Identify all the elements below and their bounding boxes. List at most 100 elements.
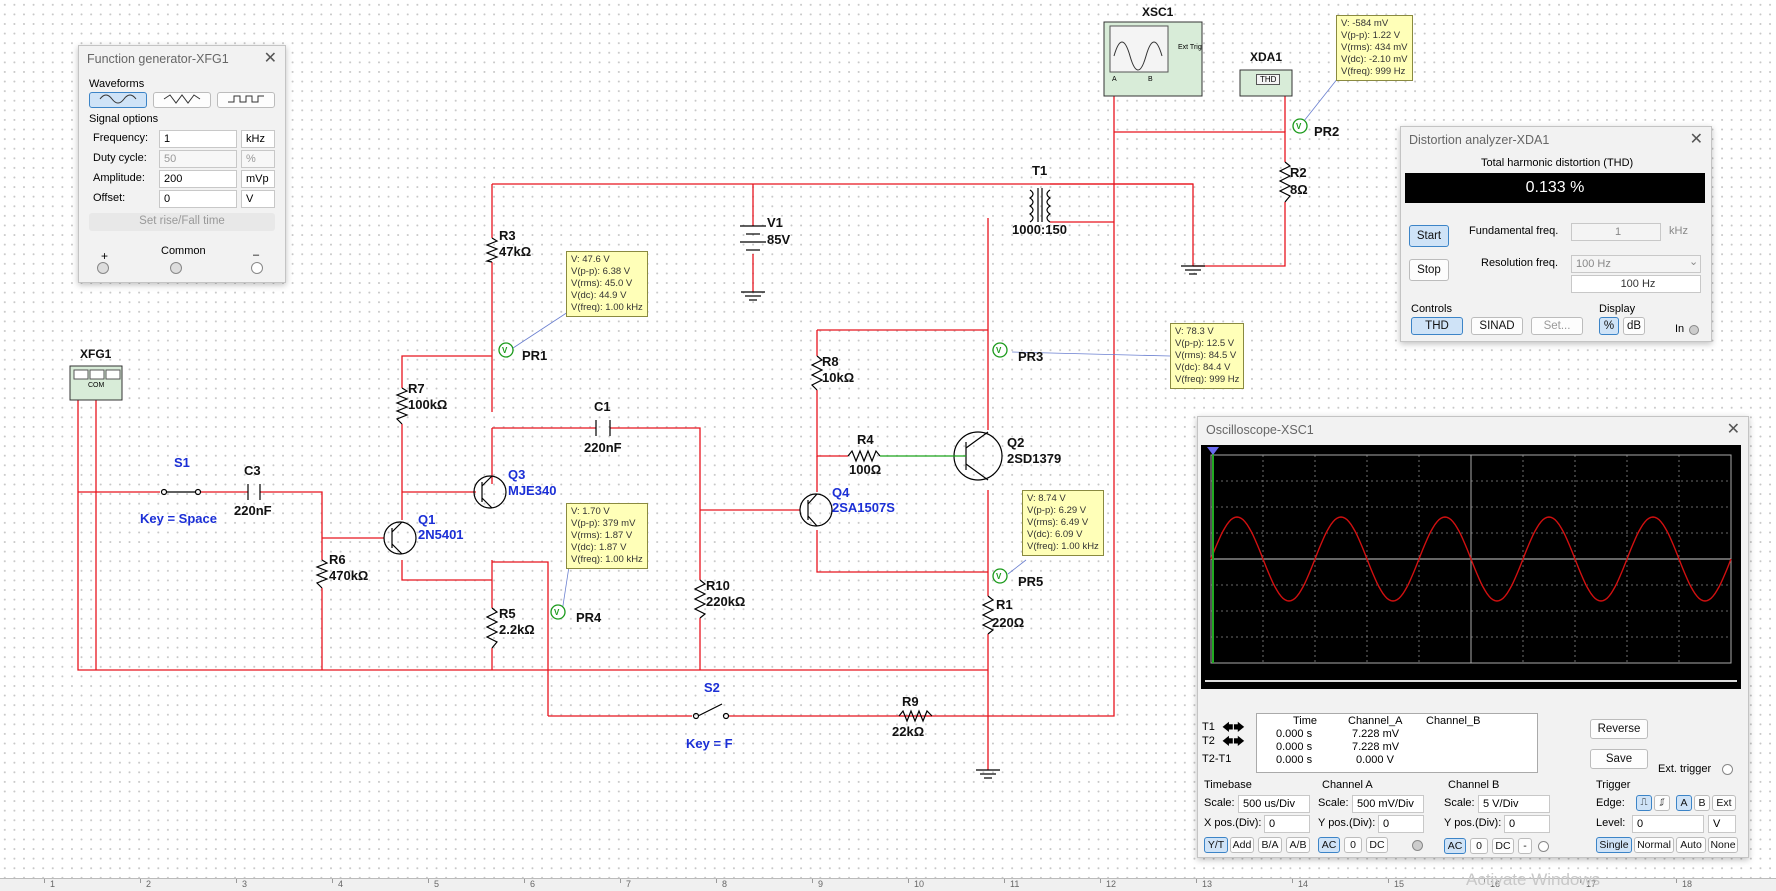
oscilloscope-window[interactable]: Oscilloscope-XSC1✕ Time Channel_A Channe… (1197, 416, 1749, 858)
x-pos-field[interactable]: 0 (1264, 815, 1310, 833)
stop-button[interactable]: Stop (1409, 259, 1449, 281)
xsc1-a-terminal[interactable]: A (1112, 76, 1117, 83)
xsc1-b-terminal[interactable]: B (1148, 76, 1153, 83)
offset-field[interactable]: 0 (159, 190, 237, 208)
ruler-mark: 1 (50, 879, 56, 889)
ruler-tick (716, 879, 717, 883)
sine-wave-button[interactable] (89, 92, 147, 108)
r8-name: R8 (822, 354, 839, 369)
sinad-mode-button[interactable]: SINAD (1471, 317, 1523, 335)
cha-zero-button[interactable]: 0 (1344, 837, 1362, 853)
channel-b-scale-field[interactable]: 5 V/Div (1478, 795, 1550, 813)
save-button[interactable]: Save (1590, 749, 1648, 769)
frequency-unit[interactable]: kHz (241, 130, 275, 148)
schematic-symbols (160, 161, 1292, 779)
chb-ac-button[interactable]: AC (1444, 838, 1466, 854)
pr4-name: PR4 (576, 610, 602, 625)
r4-name: R4 (857, 432, 874, 447)
chevron-down-icon[interactable]: ⌄ (1689, 256, 1699, 268)
chb-minus-button[interactable]: - (1518, 838, 1532, 854)
ruler-tick (908, 879, 909, 883)
cha-ac-button[interactable]: AC (1318, 837, 1340, 853)
triangle-wave-button[interactable] (153, 92, 211, 108)
ruler-mark: 9 (818, 879, 824, 889)
trigger-a-button[interactable]: A (1676, 795, 1692, 811)
t1-name: T1 (1032, 163, 1048, 178)
cursor-t1-handle-icon[interactable] (1207, 447, 1219, 455)
single-button[interactable]: Single (1596, 837, 1632, 853)
add-button[interactable]: Add (1230, 837, 1254, 853)
fg-titlebar[interactable]: Function generator-XFG1✕ (79, 46, 285, 72)
set-rise-fall-button[interactable]: Set rise/Fall time (89, 213, 275, 231)
frequency-field[interactable]: 1 (159, 130, 237, 148)
close-icon[interactable]: ✕ (1689, 131, 1703, 148)
set-button[interactable]: Set... (1531, 317, 1583, 335)
duty-cycle-field[interactable]: 50 (159, 150, 237, 168)
chb-zero-button[interactable]: 0 (1470, 838, 1488, 854)
fg-offset-label: Offset: (93, 192, 126, 204)
falling-edge-icon[interactable]: ⎎ (1654, 795, 1670, 811)
t2-arrows-icon[interactable]: 🡄🡆 (1222, 736, 1245, 748)
ext-trigger-terminal-icon[interactable] (1722, 764, 1733, 775)
s2-name[interactable]: S2 (704, 680, 720, 695)
square-wave-button[interactable] (217, 92, 275, 108)
level-label: Level: (1596, 817, 1626, 829)
col-time: Time (1293, 715, 1318, 727)
q4-name: Q4 (832, 485, 850, 500)
t1-arrows-icon[interactable]: 🡄🡆 (1222, 722, 1245, 734)
trigger-b-button[interactable]: B (1694, 795, 1710, 811)
s1-name[interactable]: S1 (174, 455, 190, 470)
db-button[interactable]: dB (1623, 317, 1645, 335)
ba-button[interactable]: B/A (1258, 837, 1282, 853)
tb-xpos-label: X pos.(Div): (1204, 817, 1262, 829)
auto-button[interactable]: Auto (1676, 837, 1706, 853)
yt-button[interactable]: Y/T (1204, 837, 1228, 853)
normal-button[interactable]: Normal (1634, 837, 1674, 853)
amplitude-unit[interactable]: mVp (241, 170, 275, 188)
ab-button[interactable]: A/B (1286, 837, 1310, 853)
function-generator-window[interactable]: Function generator-XFG1✕ Waveforms Signa… (78, 45, 286, 283)
channel-a-scale-field[interactable]: 500 mV/Div (1352, 795, 1424, 813)
level-unit[interactable]: V (1708, 815, 1736, 833)
fg-plus-terminal-icon[interactable] (97, 262, 109, 274)
thd-mode-button[interactable]: THD (1411, 317, 1463, 335)
fg-minus-terminal-icon[interactable] (251, 262, 263, 274)
offset-unit[interactable]: V (241, 190, 275, 208)
fund-freq-field[interactable]: 1 (1571, 223, 1661, 241)
cha-terminal-icon[interactable] (1412, 840, 1423, 851)
channel-a-ypos-field[interactable]: 0 (1378, 815, 1424, 833)
ruler-mark: 16 (1490, 879, 1501, 889)
svg-text:V: V (996, 346, 1002, 355)
percent-button[interactable]: % (1599, 317, 1619, 335)
rising-edge-icon[interactable]: ⎍ (1636, 795, 1652, 811)
trigger-ext-button[interactable]: Ext (1712, 795, 1736, 811)
amplitude-field[interactable]: 200 (159, 170, 237, 188)
reverse-button[interactable]: Reverse (1590, 719, 1648, 739)
chb-terminal-icon[interactable] (1538, 841, 1549, 852)
res-freq-select[interactable]: 100 Hz (1571, 255, 1701, 273)
channel-b-ypos-field[interactable]: 0 (1504, 815, 1550, 833)
distortion-analyzer-window[interactable]: Distortion analyzer-XDA1✕ Total harmonic… (1400, 126, 1712, 342)
none-button[interactable]: None (1708, 837, 1738, 853)
r10-value: 220kΩ (706, 594, 746, 609)
cha-dc-button[interactable]: DC (1366, 837, 1388, 853)
r9-name: R9 (902, 694, 919, 709)
chb-dc-button[interactable]: DC (1492, 838, 1514, 854)
fg-common-terminal-icon[interactable] (170, 262, 182, 274)
timebase-scale-field[interactable]: 500 us/Div (1238, 795, 1310, 813)
ruler-tick (1100, 879, 1101, 883)
pr5-readout: V: 8.74 V V(p-p): 6.29 V V(rms): 6.49 V … (1022, 490, 1104, 556)
level-field[interactable]: 0 (1632, 815, 1704, 833)
oscilloscope-screen[interactable] (1201, 445, 1741, 689)
in-terminal-icon[interactable] (1689, 325, 1699, 335)
close-icon[interactable]: ✕ (1726, 421, 1740, 438)
svg-text:V: V (502, 346, 508, 355)
da-titlebar[interactable]: Distortion analyzer-XDA1✕ (1401, 127, 1711, 153)
xfg1-name: XFG1 (80, 347, 112, 361)
r6-value: 470kΩ (329, 568, 369, 583)
r5-name: R5 (499, 606, 516, 621)
osc-titlebar[interactable]: Oscilloscope-XSC1✕ (1198, 417, 1748, 443)
thd-display: 0.133 % (1405, 173, 1705, 203)
close-icon[interactable]: ✕ (263, 50, 277, 67)
start-button[interactable]: Start (1409, 225, 1449, 247)
